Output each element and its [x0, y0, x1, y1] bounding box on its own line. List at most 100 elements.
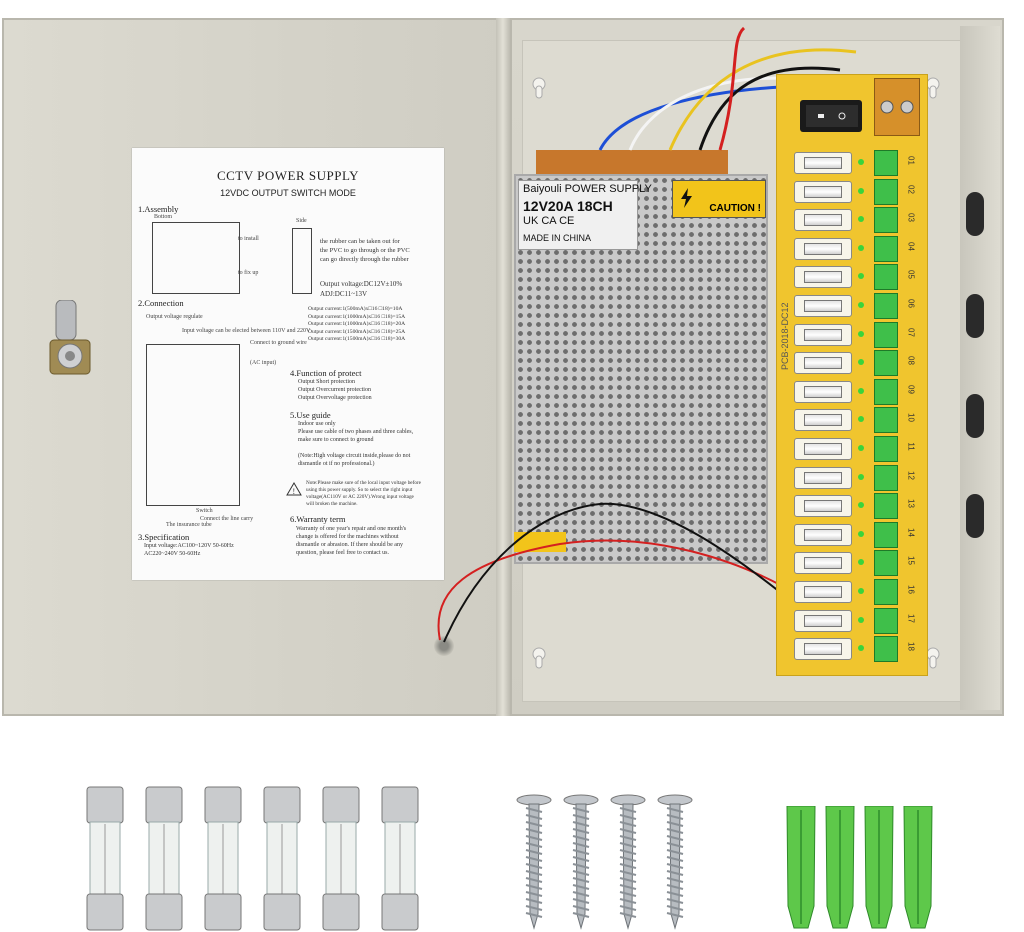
caution-text: CAUTION ! [709, 203, 761, 214]
glass-fuse-icon [145, 786, 183, 931]
glass-fuse-icon [381, 786, 419, 931]
channel-led [858, 416, 864, 422]
channel-led [858, 331, 864, 337]
psu-warning-strip [514, 532, 566, 552]
channel-label: 08 [906, 356, 916, 365]
fuse-icon [804, 157, 842, 169]
channel-led [858, 474, 864, 480]
fuse-icon [804, 643, 842, 655]
use-guide-text: Indoor use only Please use cable of two … [298, 421, 414, 444]
section-protect: 4.Function of protect [290, 368, 362, 378]
rubber-note: the rubber can be taken out for the PVC … [320, 238, 410, 263]
channel-led [858, 445, 864, 451]
output-terminal[interactable] [874, 436, 898, 462]
channel-label: 13 [906, 499, 916, 508]
assembly-bottom-diagram [152, 222, 240, 294]
fuse-icon [804, 414, 842, 426]
output-terminal[interactable] [874, 379, 898, 405]
warranty-text: Warranty of one year's repair and one mo… [296, 526, 407, 557]
output-terminal[interactable] [874, 264, 898, 290]
cam-lock-icon[interactable] [42, 300, 98, 382]
fuse-holder[interactable] [794, 438, 852, 460]
fuse-icon [804, 586, 842, 598]
output-terminal[interactable] [874, 550, 898, 576]
channel-label: 01 [906, 156, 916, 165]
fuse-holder[interactable] [794, 495, 852, 517]
output-terminal[interactable] [874, 493, 898, 519]
manual-subtitle: 12VDC OUTPUT SWITCH MODE [220, 188, 356, 198]
fuse-icon [804, 443, 842, 455]
psu-terminal-block[interactable] [536, 150, 728, 176]
channel-led [858, 502, 864, 508]
channel-label: 12 [906, 471, 916, 480]
output-terminal[interactable] [874, 322, 898, 348]
fuse-holder[interactable] [794, 409, 852, 431]
keyhole-mount-icon [532, 647, 546, 669]
screw-icon [610, 794, 646, 930]
connection-diagram [146, 344, 240, 506]
knockout-hole [966, 192, 984, 236]
channel-led [858, 559, 864, 565]
fuse-holder[interactable] [794, 324, 852, 346]
fuse-holder[interactable] [794, 152, 852, 174]
glass-fuse-icon [86, 786, 124, 931]
channel-label: 17 [906, 614, 916, 623]
conn-adjust-label: Output voltage regulate [146, 314, 203, 320]
screw-icon [516, 794, 552, 930]
fuse-holder[interactable] [794, 638, 852, 660]
fuse-holder[interactable] [794, 295, 852, 317]
fuse-holder[interactable] [794, 581, 852, 603]
output-terminal[interactable] [874, 350, 898, 376]
channel-label: 18 [906, 642, 916, 651]
fuse-holder[interactable] [794, 209, 852, 231]
fuse-holder[interactable] [794, 181, 852, 203]
output-terminal[interactable] [874, 636, 898, 662]
fuse-holder[interactable] [794, 352, 852, 374]
svg-text:!: ! [293, 487, 296, 496]
fuse-holder[interactable] [794, 610, 852, 632]
fuse-holder[interactable] [794, 266, 852, 288]
psu-marks: UK CA CE [523, 215, 575, 227]
fuse-holder[interactable] [794, 524, 852, 546]
channel-led [858, 273, 864, 279]
conn-switch-label: Switch [196, 508, 213, 514]
power-switch-rocker[interactable] [806, 105, 858, 127]
instruction-sheet: CCTV POWER SUPPLY 12VDC OUTPUT SWITCH MO… [132, 148, 444, 580]
channel-led [858, 302, 864, 308]
output-terminal[interactable] [874, 236, 898, 262]
output-terminal[interactable] [874, 579, 898, 605]
channel-led [858, 188, 864, 194]
channel-label: 16 [906, 585, 916, 594]
output-terminal[interactable] [874, 522, 898, 548]
door-hinge-edge [496, 18, 510, 716]
psu-label: Baiyouli POWER SUPPLY 12V20A 18CH UK CA … [518, 180, 652, 250]
fuse-holder[interactable] [794, 552, 852, 574]
output-voltage: Output voltage:DC12V±10% [320, 280, 403, 288]
warning-triangle-icon: ! [286, 482, 302, 496]
output-terminal[interactable] [874, 608, 898, 634]
fuse-holder[interactable] [794, 238, 852, 260]
output-terminal[interactable] [874, 407, 898, 433]
output-terminal[interactable] [874, 465, 898, 491]
knockout-hole [966, 294, 984, 338]
keyhole-mount-icon [532, 77, 546, 99]
conn-ac-label: (AC input) [250, 360, 277, 366]
input-terminal[interactable] [874, 78, 920, 136]
channel-label: 10 [906, 413, 916, 422]
output-terminal[interactable] [874, 179, 898, 205]
fuse-holder[interactable] [794, 467, 852, 489]
channel-label: 15 [906, 556, 916, 565]
screw-terminal-icon [880, 100, 914, 114]
output-terminal[interactable] [874, 150, 898, 176]
fuse-icon [804, 357, 842, 369]
fuse-icon [804, 300, 842, 312]
fuse-icon [804, 557, 842, 569]
channel-led [858, 388, 864, 394]
bottom-label: Bottom [154, 214, 173, 220]
output-terminal[interactable] [874, 293, 898, 319]
output-terminal[interactable] [874, 207, 898, 233]
fuse-holder[interactable] [794, 381, 852, 403]
glass-fuse-icon [263, 786, 301, 931]
power-switch-icon [818, 112, 846, 120]
